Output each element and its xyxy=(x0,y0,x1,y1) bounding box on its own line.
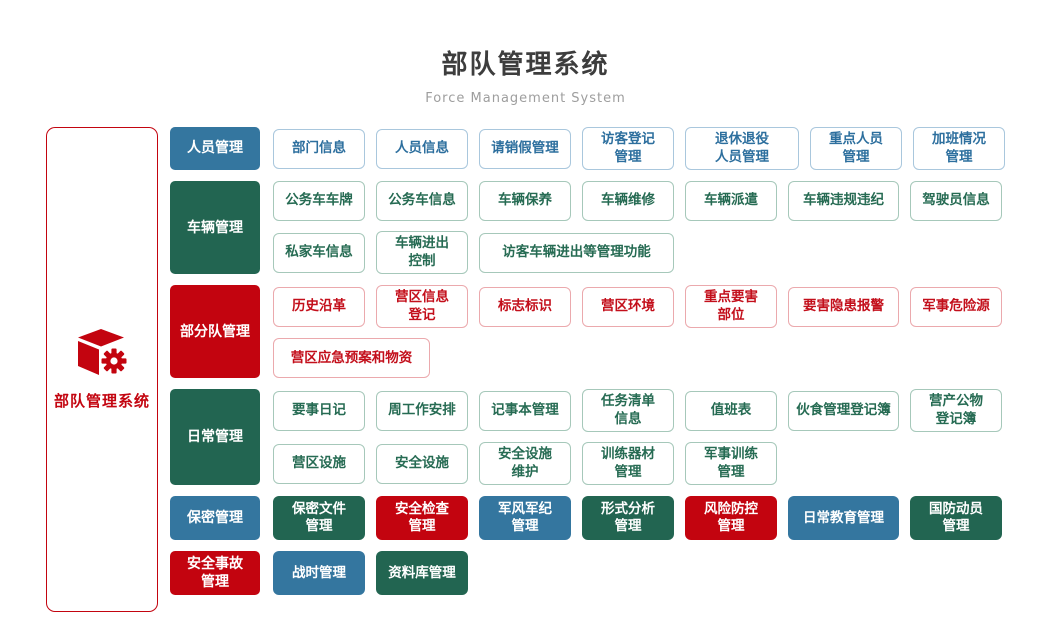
feature-camp-register: 营区信息 登记 xyxy=(376,285,468,329)
feature-vehicle-dispatch: 车辆派遣 xyxy=(685,181,777,222)
feature-camp-facility: 营区设施 xyxy=(273,443,365,484)
feature-database-mgmt: 资料库管理 xyxy=(376,551,468,596)
feature-key-diary: 要事日记 xyxy=(273,390,365,431)
feature-leave-mgmt: 请销假管理 xyxy=(479,128,571,169)
feature-visitor-vehicle: 访客车辆进出等管理功能 xyxy=(479,232,674,273)
feature-military-hazard: 军事危险源 xyxy=(910,286,1002,327)
section-daily: 日常管理 要事日记 周工作安排 记事本管理 任务清单 信息 值班表 伙食管理登记… xyxy=(170,389,1030,486)
feature-duty-roster: 值班表 xyxy=(685,390,777,431)
feature-visitor-register: 访客登记 管理 xyxy=(582,127,674,171)
feature-national-defense: 国防动员 管理 xyxy=(910,496,1002,541)
feature-weekly-plan: 周工作安排 xyxy=(376,390,468,431)
feature-vehicle-repair: 车辆维修 xyxy=(582,181,674,222)
feature-key-personnel: 重点人员 管理 xyxy=(810,127,902,171)
feature-private-car: 私家车信息 xyxy=(273,232,365,273)
root-system-node: 部队管理系统 xyxy=(46,127,158,612)
feature-daily-education: 日常教育管理 xyxy=(788,496,899,541)
cube-gear-icon xyxy=(78,329,129,376)
feature-official-info: 公务车信息 xyxy=(376,181,468,222)
feature-wartime-mgmt: 战时管理 xyxy=(273,551,365,596)
category-unit: 部分队管理 xyxy=(170,285,260,379)
feature-emergency-plan: 营区应急预案和物资 xyxy=(273,338,430,379)
category-secrecy: 保密管理 xyxy=(170,496,260,541)
feature-safety-facility: 安全设施 xyxy=(376,443,468,484)
feature-signage: 标志标识 xyxy=(479,286,571,327)
feature-vehicle-maintain: 车辆保养 xyxy=(479,181,571,222)
page-subtitle: Force Management System xyxy=(425,91,626,106)
feature-personnel-info: 人员信息 xyxy=(376,128,468,169)
feature-military-training: 军事训练 管理 xyxy=(685,442,777,486)
feature-safety-maintain: 安全设施 维护 xyxy=(479,442,571,486)
category-personnel: 人员管理 xyxy=(170,127,260,171)
feature-overtime: 加班情况 管理 xyxy=(913,127,1005,171)
feature-dept-info: 部门信息 xyxy=(273,128,365,169)
page-title: 部队管理系统 xyxy=(441,50,610,80)
feature-retired-personnel: 退休退役 人员管理 xyxy=(685,127,799,171)
feature-official-plate: 公务车车牌 xyxy=(273,181,365,222)
feature-mess-register: 伙食管理登记簿 xyxy=(788,390,899,431)
feature-driver-info: 驾驶员信息 xyxy=(910,181,1002,222)
feature-vehicle-access: 车辆进出 控制 xyxy=(376,231,468,275)
feature-risk-control: 风险防控 管理 xyxy=(685,496,777,541)
feature-notebook: 记事本管理 xyxy=(479,390,571,431)
feature-task-list: 任务清单 信息 xyxy=(582,389,674,433)
feature-training-equipment: 训练器材 管理 xyxy=(582,442,674,486)
section-accident: 安全事故 管理 战时管理 资料库管理 xyxy=(170,551,1030,596)
page-header: 部队管理系统 Force Management System xyxy=(0,44,1051,106)
feature-camp-environment: 营区环境 xyxy=(582,286,674,327)
feature-situation-analysis: 形式分析 管理 xyxy=(582,496,674,541)
section-personnel: 人员管理 部门信息 人员信息 请销假管理 访客登记 管理 退休退役 人员管理 重… xyxy=(170,127,1030,171)
category-vehicle: 车辆管理 xyxy=(170,181,260,275)
feature-key-sites: 重点要害 部位 xyxy=(685,285,777,329)
feature-secret-files: 保密文件 管理 xyxy=(273,496,365,541)
section-vehicle: 车辆管理 公务车车牌 公务车信息 车辆保养 车辆维修 车辆派遣 车辆违规违纪 驾… xyxy=(170,181,1030,275)
feature-history: 历史沿革 xyxy=(273,286,365,327)
feature-property-register: 营产公物 登记簿 xyxy=(910,389,1002,433)
feature-map: 人员管理 部门信息 人员信息 请销假管理 访客登记 管理 退休退役 人员管理 重… xyxy=(170,127,1030,606)
root-system-label: 部队管理系统 xyxy=(53,392,150,410)
feature-hazard-alarm: 要害隐患报警 xyxy=(788,286,899,327)
section-unit: 部分队管理 历史沿革 营区信息 登记 标志标识 营区环境 重点要害 部位 要害隐… xyxy=(170,285,1030,379)
category-daily: 日常管理 xyxy=(170,389,260,486)
feature-safety-inspection: 安全检查 管理 xyxy=(376,496,468,541)
feature-vehicle-violation: 车辆违规违纪 xyxy=(788,181,899,222)
feature-discipline: 军风军纪 管理 xyxy=(479,496,571,541)
section-secrecy: 保密管理 保密文件 管理 安全检查 管理 军风军纪 管理 形式分析 管理 风险防… xyxy=(170,496,1030,541)
category-accident: 安全事故 管理 xyxy=(170,551,260,596)
